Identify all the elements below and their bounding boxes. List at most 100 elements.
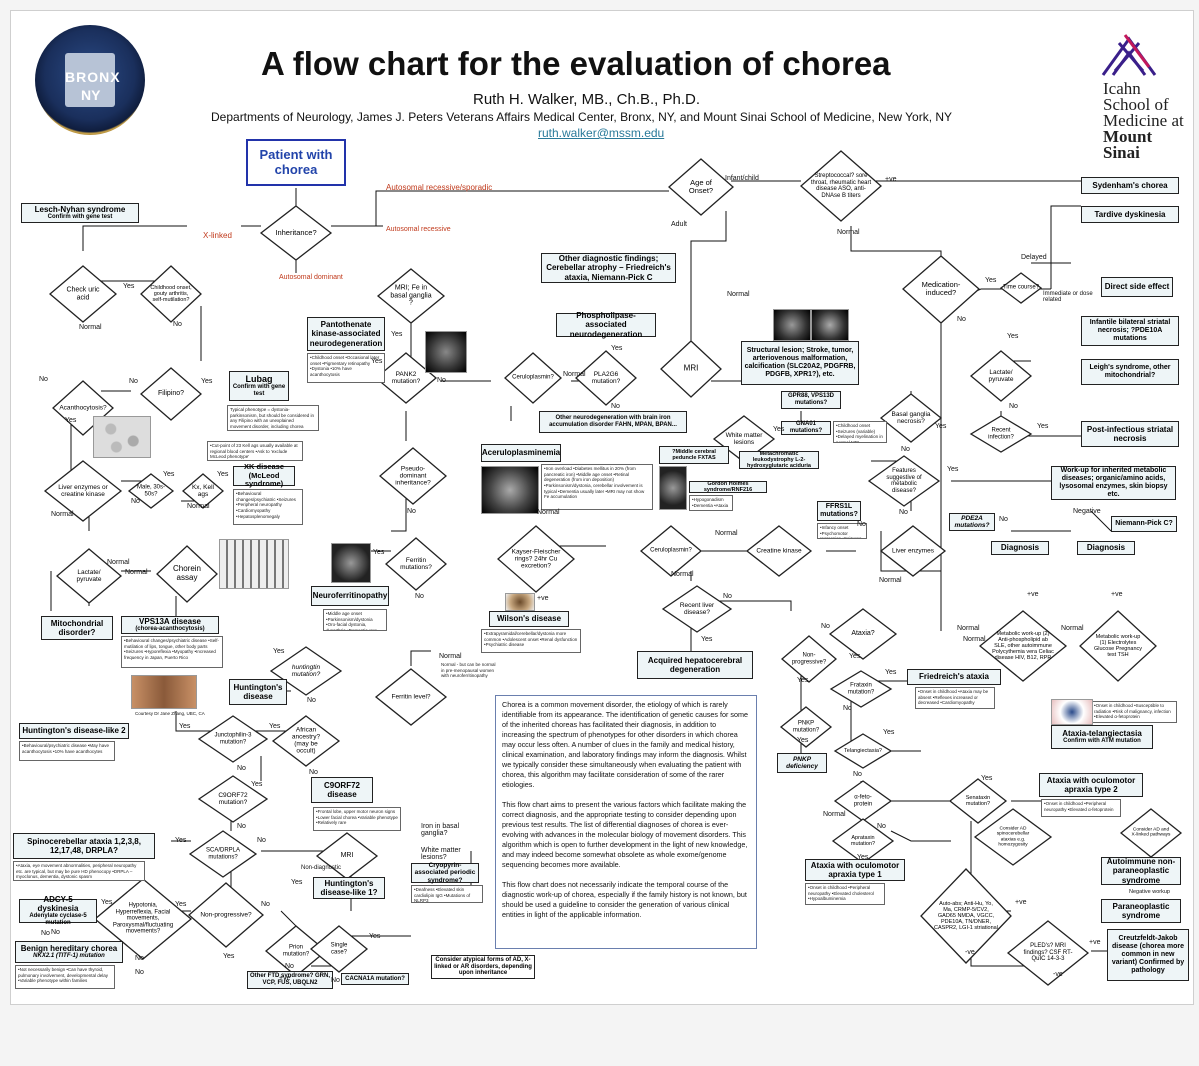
note-wilsons: •Extrapyramidal/cerebellar/dystonia more… [481,629,581,653]
box-aceruloplasminemia: Aceruloplasminemia [481,444,561,462]
edge-recent-no: No [1009,403,1018,410]
box-pde2a: PDE2A mutations? [949,513,995,531]
edge-tel-yes: Yes [883,729,895,736]
note-gna01: •Childhood onset •Seizures (variable) •D… [833,421,887,443]
edge-juncto-no: No [237,765,246,772]
edge-acan-no2: No [129,378,138,385]
node-pnkp: PNKP mutation? [792,720,820,733]
edge-prion-no: No [285,963,294,970]
node-creatine: Creatine kinase [756,547,802,555]
edge-recent-yes: Yes [1037,423,1049,430]
poster-title: A flow chart for the evaluation of chore… [261,45,891,82]
node-ferritin-level: Ferritin level? [391,693,431,701]
diamond-ceruloplasmin2 [639,525,703,577]
diamond-sca-drpla [188,830,258,878]
edge-ferritin-yes: Yes [373,549,385,556]
node-recent-liver: Recent liver disease? [679,601,715,616]
edge-basal-yes: Yes [935,423,947,430]
box-acquired-hep: Acquired hepatocerebral degeneration [637,651,753,679]
note-aoa2: •Onset in childhood •Peripheral neuropat… [1041,799,1121,817]
diamond-pla2g6 [575,350,637,406]
label-ar-sporadic: Autosomal recessive/sporadic [386,183,493,192]
label-ad: Autosomal dominant [279,274,343,281]
edge-ataxia-no: No [821,623,830,630]
box-c9orf72-disease: C9ORF72 disease [311,777,373,803]
edge-bhc-no: No [41,930,50,937]
diamond-huntingtin [269,646,343,696]
edge-acan-yes: Yes [65,417,77,424]
node-ataxia: Ataxia? [851,630,875,638]
diamond-creatine [745,525,813,577]
edge-nonprog2-yes: Yes [223,953,235,960]
box-metachromatic: Metachromatic leukodystrophy L-2-hydroxy… [739,451,819,469]
diamond-inheritance [259,205,333,261]
node-lactate-pyr2: Lactate/ pyruvate [76,568,102,583]
node-features: Features suggestive of metabolic disease… [886,467,922,494]
edge-sca-no: No [257,837,266,844]
box-pantothenate: Pantothenate kinase-associated neurodege… [307,317,385,351]
edge-liver2-normal: Normal [879,577,902,584]
diamond-non-progressive2 [188,882,264,948]
edge-pank2-no: No [437,377,446,384]
diamond-c9orf72 [197,775,269,823]
node-c9orf72-mut: C9ORF72 mutation? [218,791,248,806]
edge-frataxin-no: No [843,705,852,712]
box-phospholipase: Phospholipase-associated neurodegenerati… [556,311,656,339]
diamond-male [127,473,175,509]
mri-structural-image-1 [773,309,811,341]
edge-african-no: No [309,769,318,776]
eye-telangiectasia-photo [1051,699,1093,725]
node-mri-fe: MRI; Fe in basal ganglia ? [390,284,432,307]
box-paraneoplastic: Paraneoplastic syndrome [1101,899,1181,923]
node-auto-abs: Auto-abs; Anti-Hu, Yo, Ma, CRMP-5/CV2, G… [934,900,998,932]
node-sca-drpla: SCA/DRPLA mutations? [205,847,240,860]
edge-afp-normal: Normal [823,811,846,818]
diamond-medication [902,255,980,324]
edge-cerul2-normal: Normal [715,530,738,537]
edge-diag1-pos: +ve [1027,591,1039,598]
box-consider-atypical: Consider atypical forms of AD, X-linked … [431,955,535,979]
icahn-logo-text: Icahn School of Medicine at Mount Sinai [1103,79,1184,162]
edge-liver2-yes: Yes [701,636,713,643]
note-acer: •Iron overload •Diabetes mellitus in 20%… [541,464,653,510]
edge-wm2: White matter lesions? [421,847,461,861]
edge-kx-normal: Normal [187,503,210,510]
edge-hypo-no: No [51,929,60,936]
edge-c9-no: No [237,823,246,830]
edge-pnkp-yes: Yes [797,737,809,744]
diamond-non-progressive1 [780,635,838,683]
node-liver2: Liver enzymes [892,547,934,555]
diamond-strep [800,150,882,222]
node-basal-necrosis: Basal ganglia necrosis? [891,410,931,425]
diamond-african [271,715,341,767]
email-link[interactable]: ruth.walker@mssm.edu [538,126,665,140]
box-leigh: Leigh's syndrome, other mitochondrial? [1081,359,1179,385]
edge-lactate2-normal: Normal [963,636,986,643]
node-metabolic2: Metabolic work-up (2) Anti-phospholipid … [992,630,1054,662]
note-cryopyrin: •Deafness •Elevated skin cardiolipin IgG… [411,885,483,903]
box-other-dx: Other diagnostic findings; Cerebellar at… [541,253,676,283]
note-xk-pre: •Cut-point of 23 Kell ags usually availa… [207,441,303,461]
node-frataxin: Frataxin mutation? [847,682,875,695]
diamond-mri-fe [376,268,446,324]
box-vps13a: VPS13A disease(chorea-acanthocytosis) [121,616,219,634]
box-mitochondrial: Mitochondrial disorder? [41,616,113,640]
va-seal-logo: BRONX NY [35,25,145,135]
node-strep: Streptococcal? sore throat, rheumatic he… [810,172,872,199]
node-inheritance: Inheritance? [275,227,317,237]
node-childhood-onset: Childhood onset, gouty arthritis, self-m… [150,284,192,304]
poster: BRONX NY A flow chart for the evaluation… [10,10,1194,1005]
diamond-childhood-onset [140,265,202,323]
diamond-time-course [999,272,1043,304]
affiliation: Departments of Neurology, James J. Peter… [211,110,953,124]
diamond-check-uric [48,265,118,323]
edge-single-yes: Yes [369,933,381,940]
edge-recent-liver-no: No [723,593,732,600]
node-senataxin: Senataxin mutation? [965,794,991,807]
box-gpr88: GPR88, VPS13D mutations? [781,391,841,409]
edge-sca-yes: Yes [175,837,187,844]
note-gordon: •Hypogonadism •Dementia •Ataxia [689,495,733,511]
